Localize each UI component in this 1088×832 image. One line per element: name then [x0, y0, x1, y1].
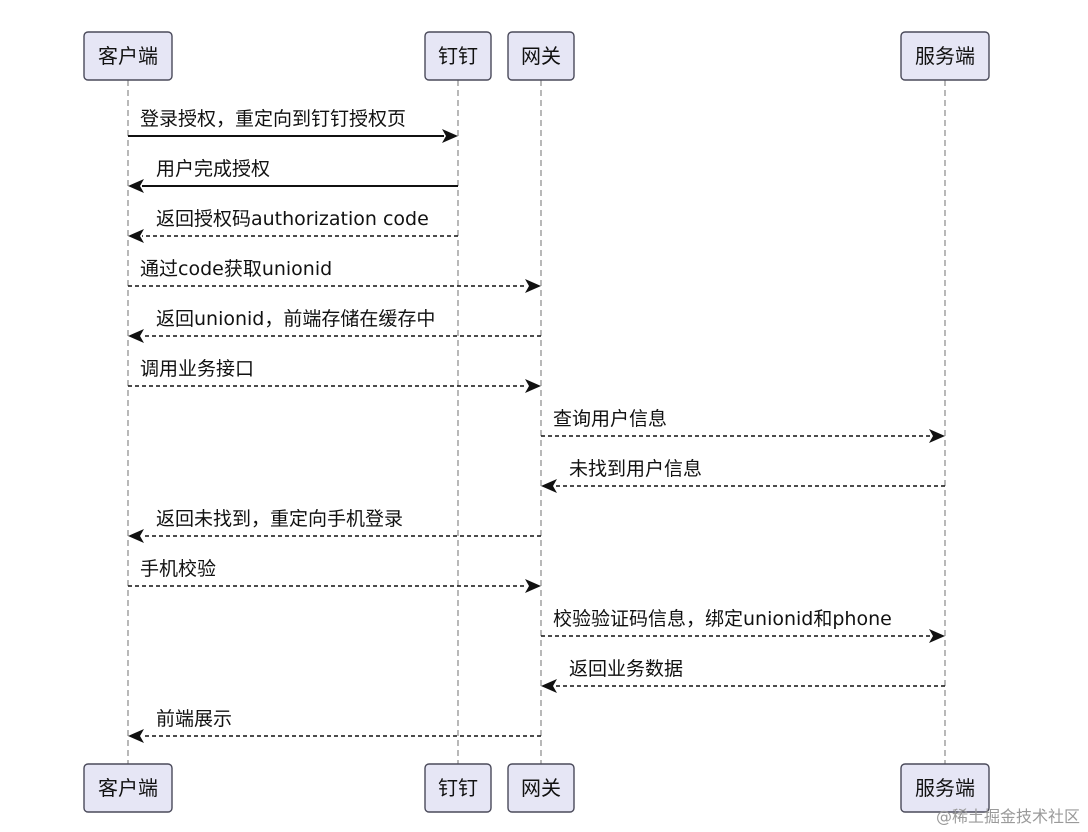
message-label: 查询用户信息 — [553, 408, 667, 430]
message-6: 调用业务接口 — [128, 358, 541, 393]
message-label: 手机校验 — [140, 558, 216, 580]
message-label: 前端展示 — [156, 708, 232, 730]
message-label: 返回业务数据 — [569, 658, 683, 680]
message-7: 查询用户信息 — [541, 408, 945, 443]
lifelines — [127, 80, 946, 764]
message-arrowhead — [525, 279, 541, 293]
message-8: 未找到用户信息 — [541, 458, 945, 493]
message-label: 调用业务接口 — [140, 358, 254, 380]
participant-box — [507, 763, 575, 813]
participant-box — [424, 31, 492, 81]
message-label: 登录授权，重定向到钉钉授权页 — [140, 108, 406, 130]
message-arrowhead — [128, 229, 144, 243]
participant-box — [900, 763, 990, 813]
message-label: 未找到用户信息 — [569, 458, 702, 480]
message-label: 返回unionid，前端存储在缓存中 — [156, 308, 435, 330]
message-arrowhead — [929, 629, 945, 643]
message-arrowhead — [525, 579, 541, 593]
participant-label: 客户端 — [98, 776, 158, 800]
participant-label: 网关 — [521, 44, 561, 68]
participant-label: 客户端 — [98, 44, 158, 68]
participants-bottom: 客户端 钉钉 网关 服务端 — [83, 763, 990, 813]
message-arrowhead — [525, 379, 541, 393]
message-arrowhead — [541, 679, 557, 693]
participant-label: 钉钉 — [438, 44, 478, 68]
participant-label: 网关 — [521, 776, 561, 800]
participant-box — [507, 31, 575, 81]
participant-dingtalk-top: 钉钉 — [424, 31, 492, 81]
message-arrowhead — [442, 129, 458, 143]
participant-box — [424, 763, 492, 813]
participant-box — [83, 31, 173, 81]
message-2: 用户完成授权 — [128, 158, 458, 193]
participant-box — [83, 763, 173, 813]
participant-box — [900, 31, 990, 81]
message-arrowhead — [929, 429, 945, 443]
message-3: 返回授权码authorization code — [128, 208, 458, 243]
message-label: 返回授权码authorization code — [156, 208, 429, 230]
participant-dingtalk-bottom: 钉钉 — [424, 763, 492, 813]
message-arrowhead — [128, 179, 144, 193]
message-10: 手机校验 — [128, 558, 541, 593]
message-11: 校验验证码信息，绑定unionid和phone — [541, 608, 945, 643]
message-12: 返回业务数据 — [541, 658, 945, 693]
message-arrowhead — [541, 479, 557, 493]
participant-label: 服务端 — [915, 44, 975, 68]
message-arrowhead — [128, 729, 144, 743]
message-13: 前端展示 — [128, 708, 541, 743]
message-1: 登录授权，重定向到钉钉授权页 — [128, 108, 458, 143]
participant-gateway-bottom: 网关 — [507, 763, 575, 813]
message-9: 返回未找到，重定向手机登录 — [128, 508, 541, 543]
watermark-text: @稀土掘金技术社区 — [936, 807, 1080, 826]
message-label: 返回未找到，重定向手机登录 — [156, 508, 403, 530]
message-label: 用户完成授权 — [156, 158, 270, 180]
message-label: 校验验证码信息，绑定unionid和phone — [553, 608, 892, 630]
participant-label: 服务端 — [915, 776, 975, 800]
message-label: 通过code获取unionid — [140, 258, 332, 280]
participant-client-top: 客户端 — [83, 31, 173, 81]
participant-server-bottom: 服务端 — [900, 763, 990, 813]
participant-label: 钉钉 — [438, 776, 478, 800]
participant-server-top: 服务端 — [900, 31, 990, 81]
message-4: 通过code获取unionid — [128, 258, 541, 293]
participants-top: 客户端 钉钉 网关 服务端 — [83, 31, 990, 81]
participant-client-bottom: 客户端 — [83, 763, 173, 813]
message-5: 返回unionid，前端存储在缓存中 — [128, 308, 541, 343]
participant-gateway-top: 网关 — [507, 31, 575, 81]
message-arrowhead — [128, 529, 144, 543]
message-arrowhead — [128, 329, 144, 343]
